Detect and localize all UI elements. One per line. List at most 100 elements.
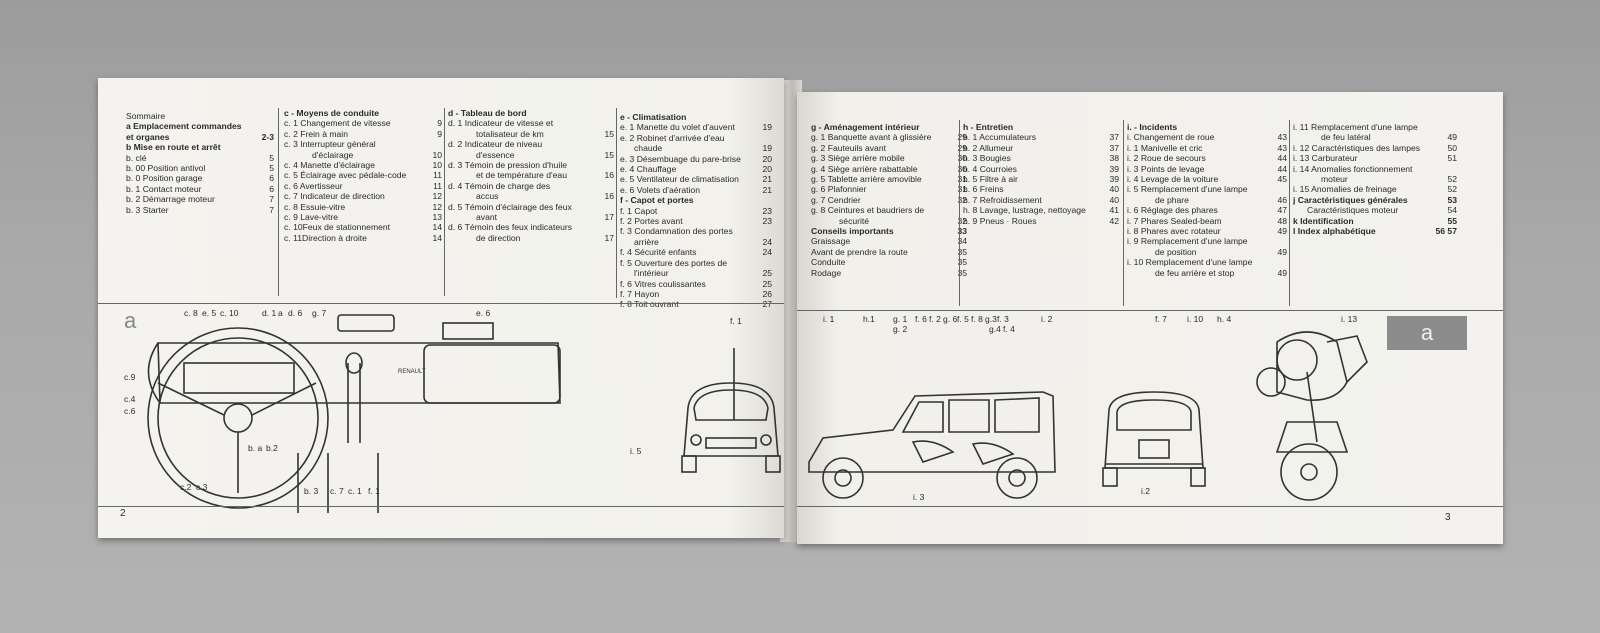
toc-entry-title: d. 3 Témoin de pression d'huile <box>448 160 568 171</box>
label-f6: f. 6 <box>915 314 927 324</box>
toc-entry-page: 12 <box>432 191 442 202</box>
toc-entry: d - Tableau de bord <box>448 108 614 118</box>
toc-entry-title: c. 5 Éclairage avec pédale-code <box>284 170 407 181</box>
toc-entry-page: 9 <box>437 128 442 139</box>
toc-entry-title: b. 0 Position garage <box>126 173 203 184</box>
label-h4: h. 4 <box>1217 314 1232 324</box>
toc-entry-page: 30 <box>957 153 967 164</box>
toc-entry-page: 35 <box>957 246 967 257</box>
toc-entry: i. 11 Remplacement d'une lampe <box>1293 122 1457 132</box>
toc-entry: Sommaire <box>126 111 274 121</box>
toc-entry: c - Moyens de conduite <box>284 108 442 118</box>
toc-entry-title: et de température d'eau <box>476 170 567 181</box>
toc-entry-page: 50 <box>1447 142 1457 153</box>
toc-entry-page: 2-3 <box>261 131 274 142</box>
brand-badge: RENAULT <box>398 369 426 375</box>
toc-entry-page: 41 <box>1109 205 1119 216</box>
toc-entry-title: g. 2 Fauteuils avant <box>811 142 887 153</box>
toc-entry: f. 5 Ouverture des portes de <box>620 258 772 268</box>
toc-entry-title: h. 3 Bougies <box>963 153 1011 164</box>
toc-entry: d. 5 Témoin d'éclairage des feux <box>448 202 614 212</box>
toc-entry-title: chaude <box>634 143 663 154</box>
toc-entry-page: 20 <box>762 153 772 164</box>
label-c1: c. 1 <box>348 486 362 496</box>
toc-entry-title: f - Capot et portes <box>620 195 694 206</box>
toc-entry-page: 12 <box>432 201 442 212</box>
toc-entry-page: 45 <box>1277 174 1287 185</box>
toc-entry-title: e. 3 Désembuage du pare-brise <box>620 153 741 164</box>
toc-entry-title: Rodage <box>811 267 842 278</box>
label-i13: i. 13 <box>1341 314 1358 324</box>
label-c8: c. 8 <box>184 308 198 318</box>
toc-entry-title: Conseils importants <box>811 226 894 237</box>
toc-entry-title: f. 2 Portes avant <box>620 216 683 227</box>
toc-entry-title: c. 11Direction à droite <box>284 232 367 243</box>
toc-entry-title: i. 15 Anomalies de freinage <box>1293 184 1397 195</box>
label-h1: h.1 <box>863 314 875 324</box>
toc-entry-title: i. 2 Roue de secours <box>1127 153 1206 164</box>
toc-entry-title: f. 3 Condamnation des portes <box>620 226 733 237</box>
toc-entry-title: e. 2 Robinet d'arrivée d'eau <box>620 132 725 143</box>
toc-entry-page: 34 <box>957 236 967 247</box>
toc-entry-page: 38 <box>1109 153 1119 164</box>
toc-entry-title: c. 10Feux de stationnement <box>284 222 391 233</box>
label-i2-top: i. 2 <box>1041 314 1053 324</box>
label-a: a <box>278 308 283 318</box>
car-side-illustration <box>808 391 1056 499</box>
footer-rule <box>797 506 1503 507</box>
toc-entry-page: 40 <box>1109 194 1119 205</box>
toc-entry-page: 31 <box>957 174 967 185</box>
section-tab-a: a <box>1387 316 1467 350</box>
toc-entry-page: 10 <box>432 160 442 171</box>
toc-entry-title: e. 4 Chauffage <box>620 164 677 175</box>
toc-entry: e - Climatisation <box>620 112 772 122</box>
section-rule <box>98 303 784 304</box>
toc-entry: e. 4 Chauffage 20 <box>620 164 772 174</box>
label-f3: f. 3 <box>997 314 1009 324</box>
toc-entry-page: 23 <box>762 216 772 227</box>
toc-entry-page: 32 <box>957 194 967 205</box>
toc-entry-page: 20 <box>762 164 772 175</box>
toc-entry-title: Avant de prendre la route <box>811 246 908 257</box>
toc-entry-page: 29 <box>957 132 967 143</box>
toc-entry-title: f. 6 Vitres coulissantes <box>620 278 706 289</box>
toc-entry-title: h. 8 Lavage, lustrage, nettoyage <box>963 205 1086 216</box>
page-number: 3 <box>1445 512 1451 523</box>
toc-entry-page: 16 <box>604 191 614 202</box>
toc-entry-page: 44 <box>1277 153 1287 164</box>
toc-entry-title: f. 7 Hayon <box>620 288 660 299</box>
toc-entry-title: k Identification <box>1293 215 1354 226</box>
toc-entry-title: de feu latéral <box>1321 132 1371 143</box>
toc-entry-page: 24 <box>762 236 772 247</box>
toc-entry-page: 43 <box>1277 132 1287 143</box>
section-rule <box>797 310 1503 311</box>
toc-entry-title: de direction <box>476 232 521 243</box>
